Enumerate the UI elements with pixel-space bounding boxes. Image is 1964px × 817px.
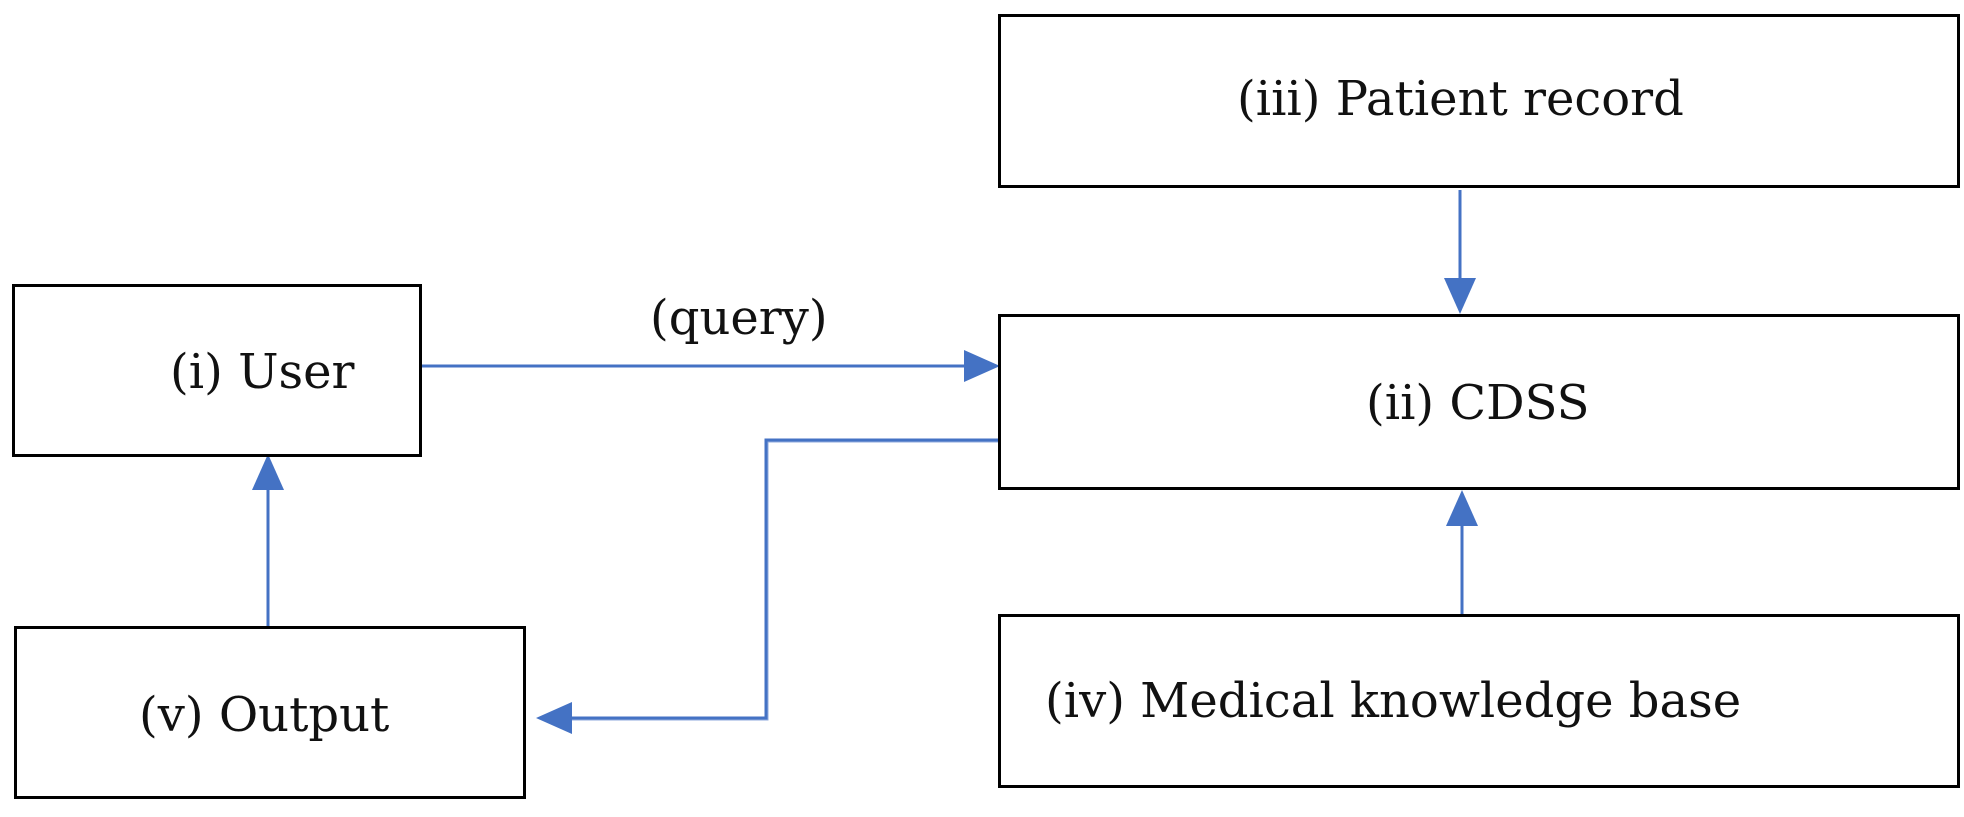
- knowledge-base-node: (iv) Medical knowledge base: [998, 614, 1960, 788]
- edge-output-to-user: [252, 454, 284, 628]
- cdss-node-label: (ii) CDSS: [1366, 375, 1590, 431]
- edge-knowledge-base-to-cdss: [1446, 490, 1478, 615]
- output-node: (v) Output: [14, 626, 526, 799]
- knowledge-base-node-label: (iv) Medical knowledge base: [1045, 673, 1742, 729]
- output-node-label: (v) Output: [139, 687, 390, 743]
- query-edge-label: (query): [650, 290, 828, 346]
- edge-cdss-to-output: [536, 438, 1002, 734]
- patient-record-node: (iii) Patient record: [998, 14, 1960, 188]
- edge-user-to-cdss: [420, 350, 1000, 382]
- edge-patient-record-to-cdss: [1444, 190, 1476, 314]
- user-node: (i) User: [12, 284, 422, 457]
- cdss-node: (ii) CDSS: [998, 314, 1960, 490]
- user-node-label: (i) User: [170, 344, 355, 400]
- patient-record-node-label: (iii) Patient record: [1237, 71, 1684, 127]
